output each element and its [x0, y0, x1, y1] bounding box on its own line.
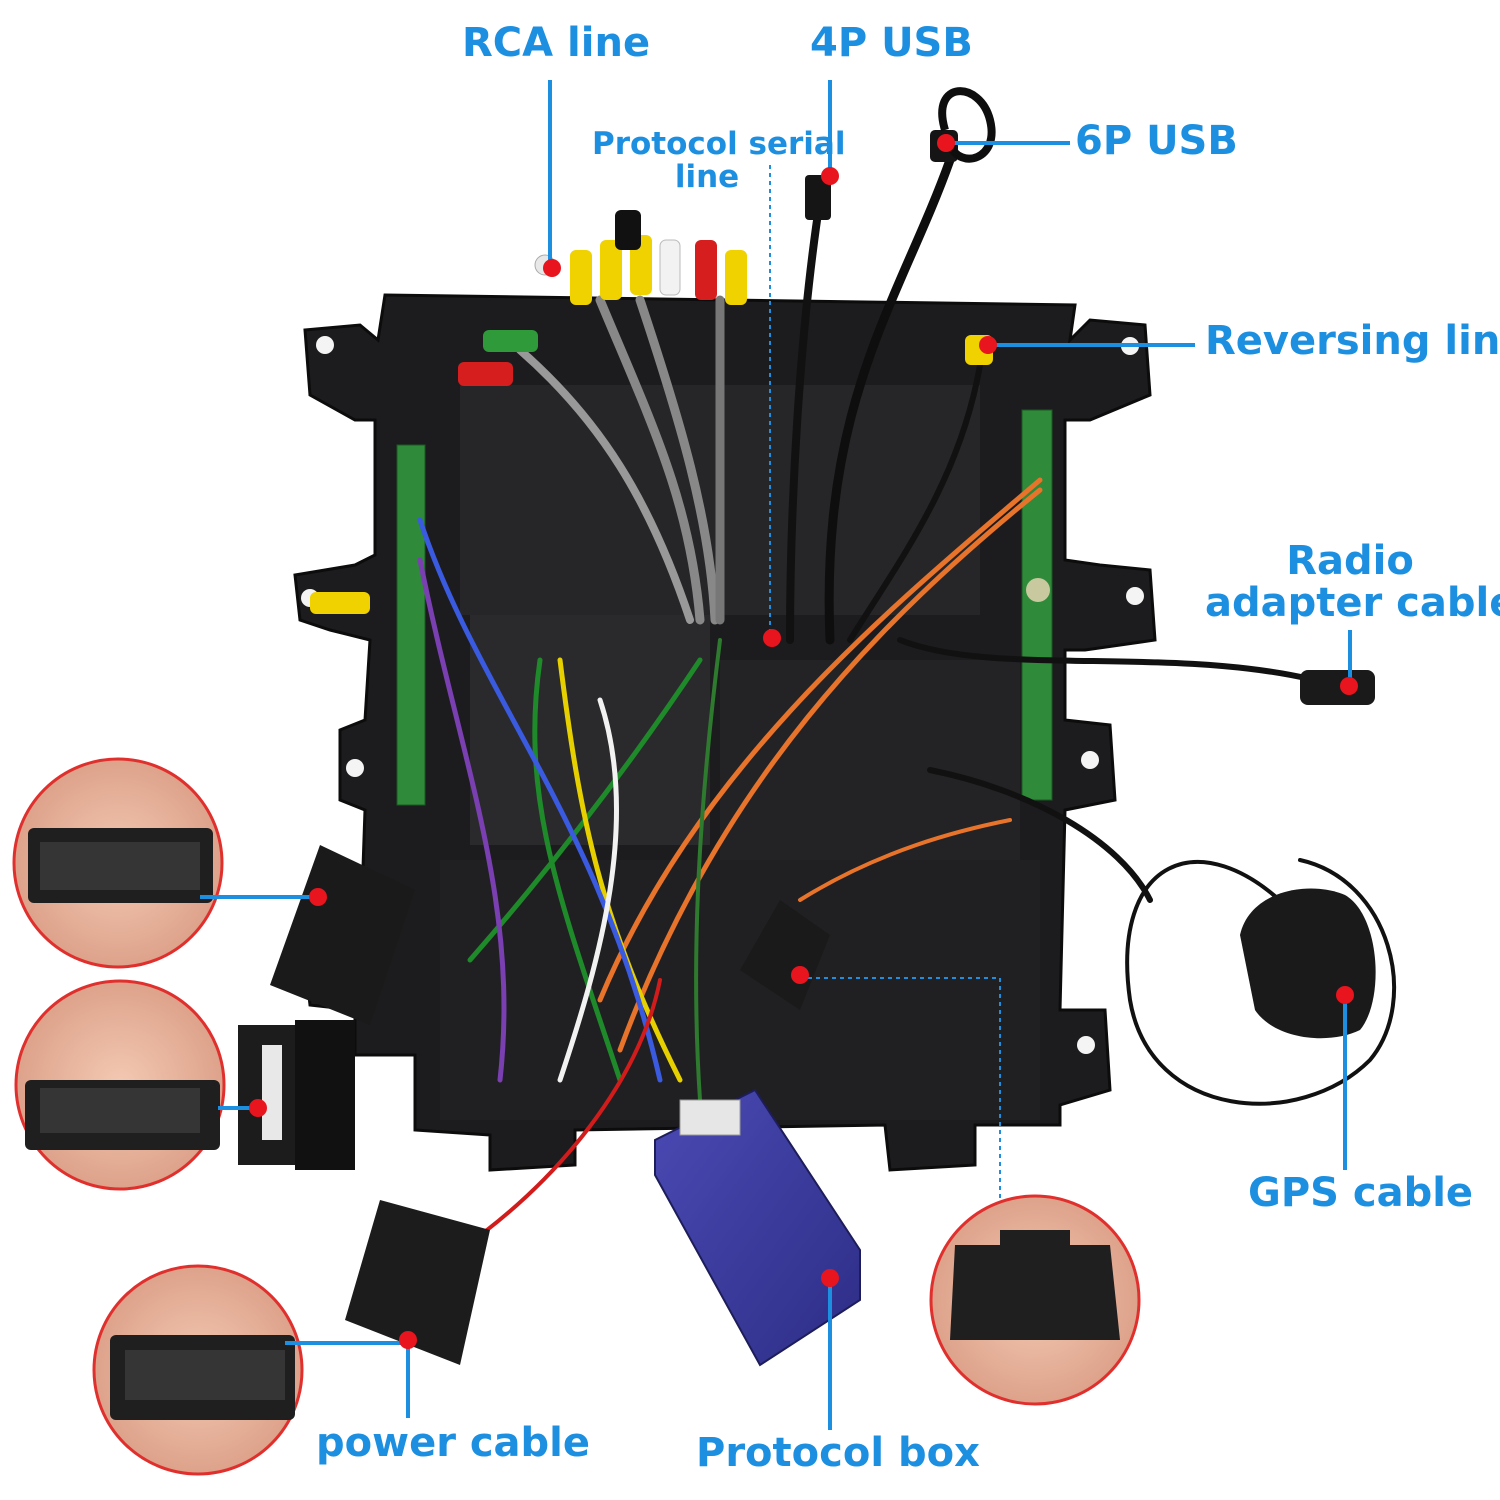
label-6p-usb: 6P USB [1075, 118, 1238, 164]
pcb-strips [396, 409, 1053, 806]
label-radio-adapter-cable: Radio adapter cable [1205, 538, 1500, 626]
marker-6p-usb [937, 134, 955, 152]
marker-harness-1 [309, 888, 327, 906]
marker-gps-cable [1336, 986, 1354, 1004]
head-unit-frame [293, 293, 1157, 1172]
marker-protocol-box [821, 1269, 839, 1287]
rca-connectors [310, 210, 993, 614]
wire-harness [417, 155, 1397, 1252]
label-reversing-line: Reversing line [1205, 318, 1500, 364]
red-markers [249, 134, 1358, 1349]
gps-antenna [1240, 888, 1376, 1039]
label-radio-adapter-cable-1: Radio [1286, 538, 1414, 584]
label-4p-usb: 4P USB [810, 20, 973, 66]
inset-circles [12, 757, 1141, 1476]
label-gps-cable: GPS cable [1248, 1170, 1474, 1216]
label-protocol-box: Protocol box [696, 1430, 980, 1476]
harness-connector-blocks [238, 670, 1375, 1365]
label-rca-line: RCA line [462, 20, 651, 66]
label-radio-adapter-cable-2: adapter cable [1205, 580, 1500, 626]
label-power-cable: power cable [316, 1420, 591, 1466]
marker-4p-usb [821, 167, 839, 185]
label-protocol-serial-line-2: line [674, 158, 740, 195]
marker-power-cable [399, 1331, 417, 1349]
label-protocol-serial-line: Protocol serial line [592, 126, 846, 195]
marker-reversing-line [979, 336, 997, 354]
marker-harness-2 [249, 1099, 267, 1117]
label-protocol-serial-line-1: Protocol serial [592, 126, 846, 162]
marker-canbus-connector [791, 966, 809, 984]
marker-radio-adapter-cable [1340, 677, 1358, 695]
marker-rca-line [543, 259, 561, 277]
protocol-box [654, 1088, 861, 1367]
marker-protocol-serial-line [763, 629, 781, 647]
